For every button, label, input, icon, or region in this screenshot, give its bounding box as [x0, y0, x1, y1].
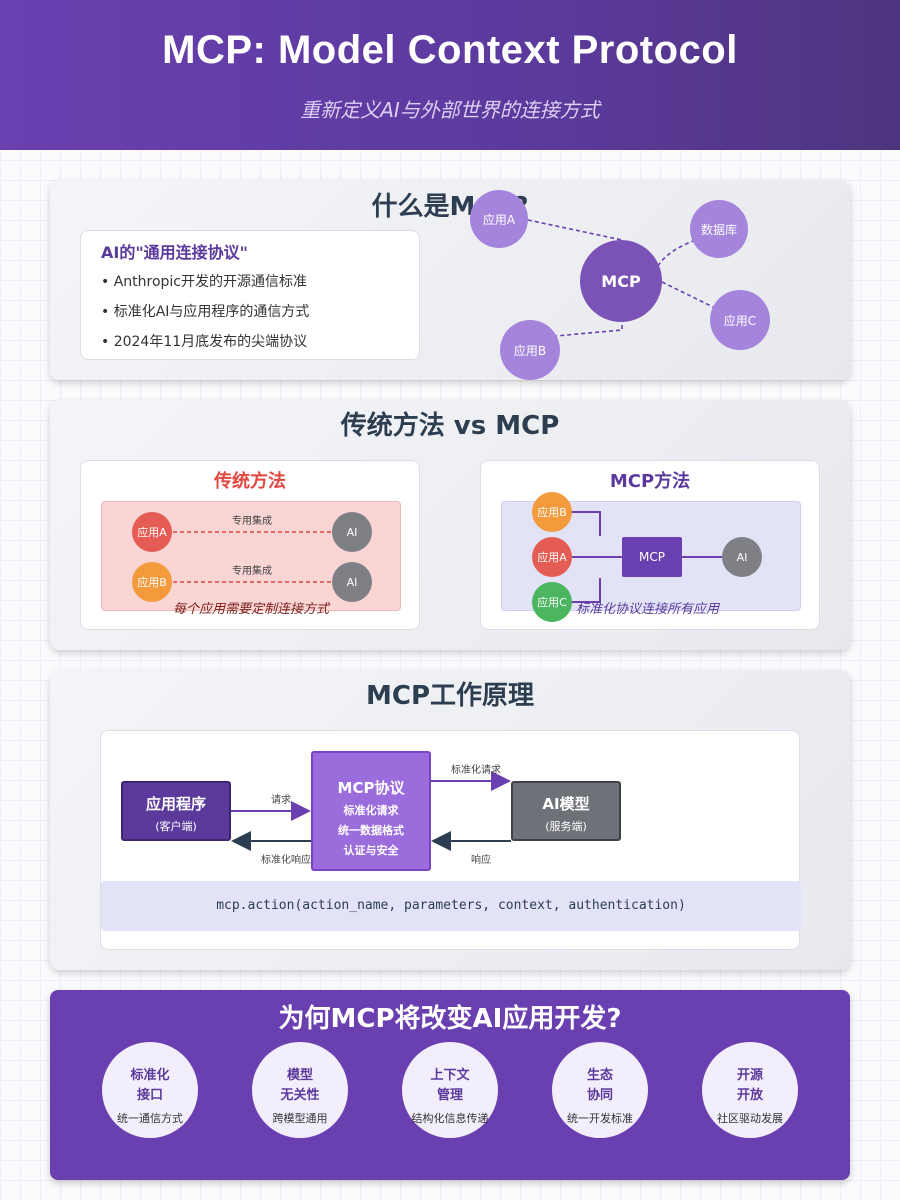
request-label: 请求 [271, 795, 291, 806]
benefit-model-agnostic: 模型 无关性 跨模型通用 [252, 1042, 348, 1138]
app-client-box: 应用程序 (客户端) [121, 781, 231, 841]
mcp-method-diagram: 应用B 应用A 应用C MCP AI 标准化协议连接所有应用 [501, 492, 801, 622]
why-mcp-title: 为何MCP将改变AI应用开发? [278, 1004, 622, 1034]
traditional-link-label: 专用集成 [232, 516, 272, 527]
trad-ai-1-label: AI [346, 525, 358, 539]
benefit-line-1: 开源 [736, 1068, 763, 1083]
node-database-label: 数据库 [700, 222, 737, 237]
traditional-title: 传统方法 [214, 471, 286, 492]
trad-ai-1: AI [332, 512, 372, 552]
mcp-method-caption: 标准化协议连接所有应用 [576, 602, 720, 617]
benefit-line-2: 无关性 [280, 1088, 320, 1103]
benefit-ecosystem: 生态 协同 统一开发标准 [552, 1042, 648, 1138]
benefit-line-2: 协同 [586, 1088, 613, 1103]
node-app-a-label: 应用A [482, 212, 516, 227]
traditional-links [152, 531, 332, 583]
mcp-app-a: 应用A [532, 537, 572, 577]
mcp-protocol-name: MCP协议 [337, 779, 405, 797]
definition-bullet: • 2024年11月底发布的尖端协议 [101, 334, 308, 350]
mcp-method-title: MCP方法 [609, 471, 691, 492]
mcp-method-hub-label: MCP [639, 550, 665, 564]
mcp-hub: MCP [580, 240, 662, 322]
std-response-label: 标准化响应 [261, 855, 311, 866]
ai-model-sub: (服务端) [545, 820, 587, 833]
comparison-title: 传统方法 vs MCP [340, 411, 560, 441]
benefit-desc: 结构化信息传递 [411, 1112, 489, 1125]
traditional-panel: 传统方法 专用集成 专用集成 应用A AI 应用B AI 每个应用需要定制连接方… [80, 460, 420, 630]
code-text: mcp.action(action_name, parameters, cont… [216, 898, 686, 913]
why-mcp-section: 为何MCP将改变AI应用开发? 标准化 接口 统一通信方式 模型 无关性 跨模型… [50, 990, 850, 1180]
traditional-diagram: 专用集成 专用集成 应用A AI 应用B AI 每个应用需要定制连接方式 [101, 501, 401, 617]
how-it-works-card: MCP工作原理 请求 标准化请求 标准化响应 响应 应用程序 (客户端) [50, 670, 850, 970]
benefit-line-1: 上下文 [430, 1068, 470, 1083]
node-app-c: 应用C [710, 290, 770, 350]
mcp-protocol-line: 标准化请求 [343, 804, 399, 817]
app-client-name: 应用程序 [145, 795, 206, 813]
mcp-protocol-line: 认证与安全 [343, 844, 399, 857]
mcp-protocol-box: MCP协议 标准化请求 统一数据格式 认证与安全 [311, 751, 431, 871]
trad-app-a-label: 应用A [137, 526, 167, 539]
mcp-app-c: 应用C [532, 582, 572, 622]
benefit-line-1: 生态 [586, 1068, 613, 1083]
flow-box: 请求 标准化请求 标准化响应 响应 应用程序 (客户端) MCP协议 标准化请求… [100, 730, 801, 950]
mcp-ai-label: AI [736, 550, 748, 564]
comparison-card: 传统方法 vs MCP 传统方法 专用集成 专用集成 应用A AI 应用B AI… [50, 400, 850, 650]
mcp-app-c-label: 应用C [537, 596, 567, 609]
node-app-c-label: 应用C [723, 313, 757, 328]
mcp-protocol-line: 统一数据格式 [338, 824, 404, 837]
mcp-app-b: 应用B [532, 492, 572, 532]
page-subtitle: 重新定义AI与外部世界的连接方式 [300, 98, 600, 122]
trad-app-b: 应用B [132, 562, 172, 602]
benefit-open-source: 开源 开放 社区驱动发展 [702, 1042, 798, 1138]
app-client-sub: (客户端) [155, 820, 197, 833]
how-it-works-title: MCP工作原理 [365, 681, 534, 711]
definition-box: AI的"通用连接协议" • Anthropic开发的开源通信标准 • 标准化AI… [80, 230, 420, 360]
link-hub-app-c [661, 281, 716, 309]
mcp-hub-label: MCP [601, 271, 641, 291]
flow-arrows [231, 771, 511, 851]
benefit-desc: 统一通信方式 [117, 1112, 183, 1125]
trad-app-b-label: 应用B [137, 576, 167, 589]
page-title: MCP: Model Context Protocol [162, 28, 738, 72]
mcp-method-links [562, 511, 722, 603]
benefit-context-management: 上下文 管理 结构化信息传递 [402, 1042, 498, 1138]
benefit-line-2: 管理 [436, 1088, 463, 1103]
definition-bullet: • 标准化AI与应用程序的通信方式 [101, 304, 310, 320]
mcp-method-hub: MCP [622, 537, 682, 577]
node-database: 数据库 [690, 200, 748, 258]
ai-model-box: AI模型 (服务端) [511, 781, 621, 841]
trad-app-a: 应用A [132, 512, 172, 552]
benefit-line-1: 模型 [286, 1068, 313, 1083]
benefit-desc: 统一开发标准 [567, 1112, 633, 1125]
benefit-standardized-interface: 标准化 接口 统一通信方式 [102, 1042, 198, 1138]
mcp-method-panel: MCP方法 应用B 应用A 应用C MCP AI 标准化协 [480, 460, 820, 630]
trad-ai-2: AI [332, 562, 372, 602]
traditional-caption: 每个应用需要定制连接方式 [172, 602, 329, 617]
mcp-app-b-label: 应用B [537, 506, 567, 519]
mcp-app-a-label: 应用A [537, 551, 567, 564]
benefit-line-1: 标准化 [130, 1068, 170, 1083]
ai-model-name: AI模型 [542, 795, 590, 813]
code-snippet: mcp.action(action_name, parameters, cont… [101, 881, 801, 931]
what-is-mcp-card: 什么是MCP? AI的"通用连接协议" • Anthropic开发的开源通信标准… [50, 180, 850, 380]
benefit-desc: 社区驱动发展 [717, 1112, 783, 1125]
std-request-label: 标准化请求 [451, 765, 501, 776]
response-label: 响应 [471, 855, 491, 866]
benefit-line-2: 接口 [136, 1088, 163, 1103]
trad-ai-2-label: AI [346, 575, 358, 589]
definition-bullet: • Anthropic开发的开源通信标准 [101, 274, 308, 290]
benefit-line-2: 开放 [736, 1088, 763, 1103]
benefit-desc: 跨模型通用 [272, 1112, 328, 1125]
mcp-ai: AI [722, 537, 762, 577]
link-hub-app-b [533, 318, 623, 339]
definition-title: AI的"通用连接协议" [101, 243, 249, 262]
node-app-b-label: 应用B [513, 343, 547, 358]
node-app-a: 应用A [470, 190, 528, 248]
page-header: MCP: Model Context Protocol 重新定义AI与外部世界的… [0, 0, 900, 150]
node-app-b: 应用B [500, 320, 560, 380]
traditional-link-label: 专用集成 [232, 566, 272, 577]
